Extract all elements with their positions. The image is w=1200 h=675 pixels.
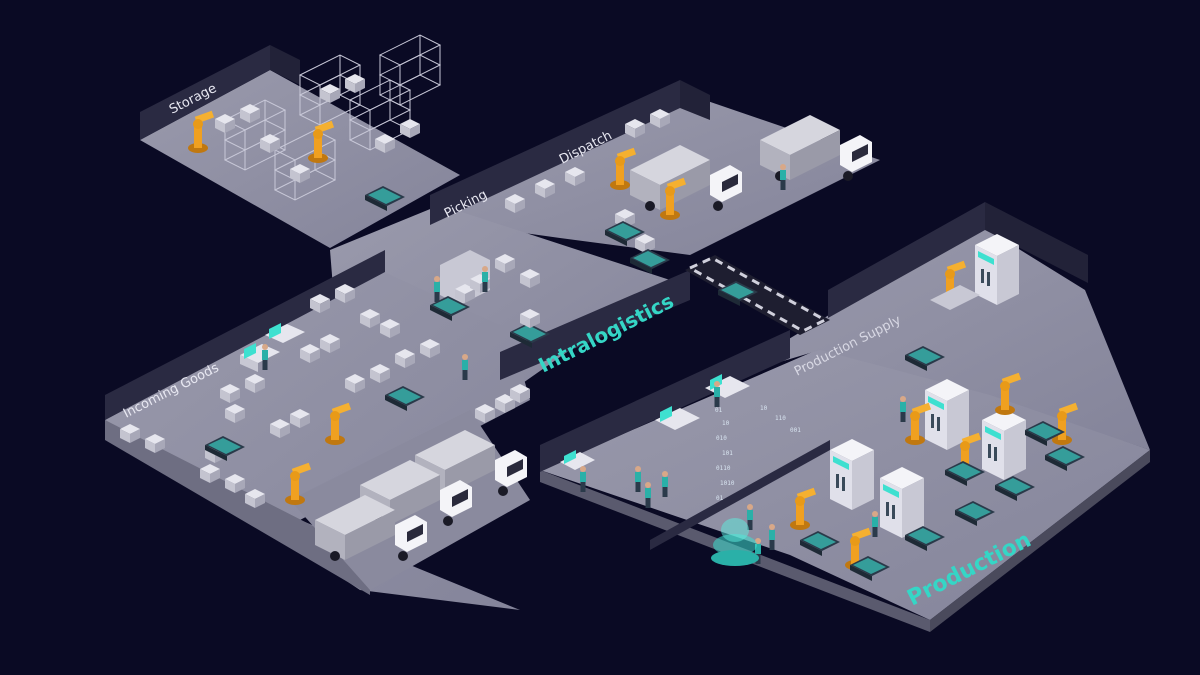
production-wall — [540, 330, 790, 472]
incoming-wall — [105, 250, 385, 420]
production-edge-right — [930, 450, 1150, 632]
dispatch-side-wall — [680, 80, 710, 120]
picking-area — [430, 250, 550, 423]
incoming-lower — [105, 420, 370, 595]
incoming-floor — [105, 270, 530, 610]
incoming-goods-area — [120, 284, 527, 561]
picking-wall — [430, 80, 680, 225]
binary-text: 1010 — [720, 480, 735, 487]
binary-text: 10 — [760, 405, 768, 412]
binary-text: 010 — [716, 435, 727, 442]
production-supply-area — [905, 234, 1019, 371]
production-supply-floor — [720, 225, 1150, 450]
binary-text: 10 — [722, 420, 730, 427]
binary-text: 101 — [722, 450, 733, 457]
binary-text: 001 — [790, 427, 801, 434]
supply-side-wall — [985, 202, 1088, 283]
binary-text: 01 — [716, 495, 724, 502]
production-inner-wall — [650, 440, 830, 550]
binary-text: 110 — [775, 415, 786, 422]
binary-text: 0110 — [716, 465, 731, 472]
storage-side-wall — [270, 45, 300, 85]
intralogistics-wall — [500, 270, 690, 380]
walls — [105, 45, 1088, 550]
conveyor-bridge — [685, 255, 830, 335]
binary-text: 01 — [715, 407, 723, 414]
holographic-projection — [713, 534, 757, 556]
binary-data-stream: 01 10 010 101 0110 1010 01 10 110 001 — [715, 405, 801, 502]
production-area — [560, 372, 1085, 581]
supply-wall — [828, 202, 985, 318]
storage-wall — [140, 45, 270, 140]
